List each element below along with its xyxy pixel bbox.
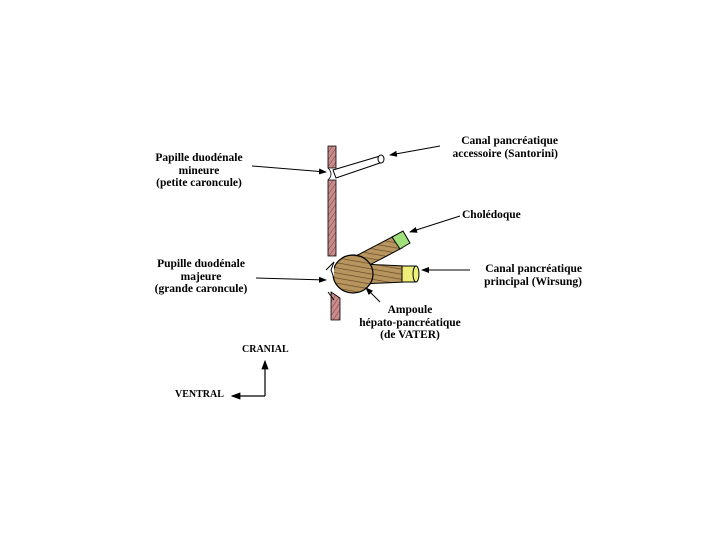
duodenal-wall [325, 145, 341, 321]
arrow-papille-mineure [251, 165, 327, 175]
santorini-duct [332, 154, 385, 179]
label-ventral: VENTRAL [175, 389, 224, 400]
arrow-ampoule [365, 287, 381, 303]
label-papille-mineure: Papille duodénale mineure (petite caronc… [155, 152, 243, 189]
label-wirsung: Canal pancréatique principal (Wirsung) [484, 263, 582, 288]
arrow-papille-majeure [255, 276, 327, 283]
label-papille-majeure: Pupille duodénale majeure (grande caronc… [154, 258, 248, 295]
label-santorini: Canal pancréatique accessoire (Santorini… [452, 135, 558, 160]
arrow-choledoque [409, 215, 461, 233]
label-cranial: CRANIAL [242, 344, 289, 355]
leader-lines [251, 145, 470, 303]
ampulla-vater [330, 254, 374, 294]
label-choledoque: Cholédoque [462, 209, 521, 221]
label-ampoule: Ampoule hépato-pancréatique (de VATER) [359, 304, 461, 341]
orientation-axes [230, 359, 269, 400]
arrow-santorini [389, 145, 441, 157]
